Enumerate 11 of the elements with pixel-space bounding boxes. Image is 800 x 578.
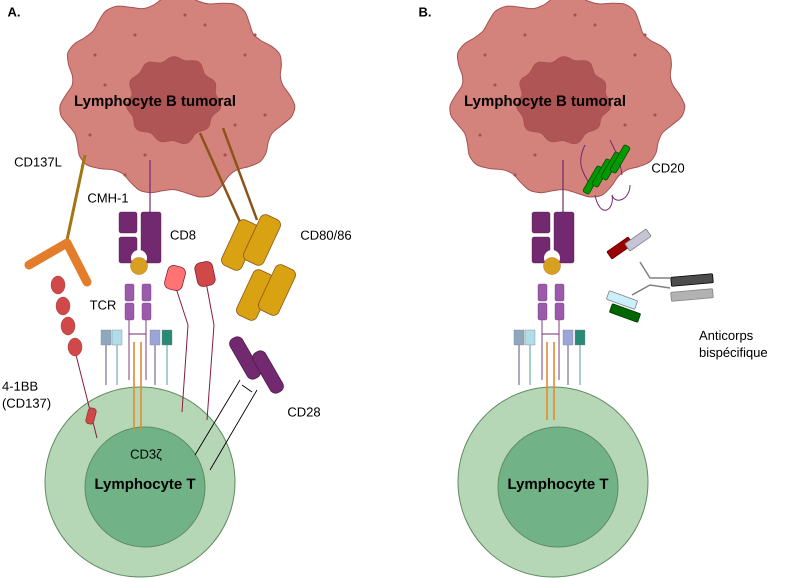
t-cell: Lymphocyte T bbox=[458, 386, 648, 578]
panel-letter: A. bbox=[8, 8, 20, 16]
panel-letter: B. bbox=[419, 8, 431, 16]
molecule-label: Anticorps bispécifique bbox=[699, 330, 768, 360]
molecule-label: CD80/86 bbox=[301, 230, 352, 240]
molecule-label: CD20 bbox=[652, 163, 684, 173]
molecule-label: CD3ζ bbox=[130, 449, 162, 461]
molecule-label: CD137L bbox=[14, 157, 62, 167]
molecule-label: TCR bbox=[90, 300, 116, 310]
molecule-label: CD8 bbox=[170, 230, 196, 240]
molecule-label: CD28 bbox=[288, 407, 320, 417]
